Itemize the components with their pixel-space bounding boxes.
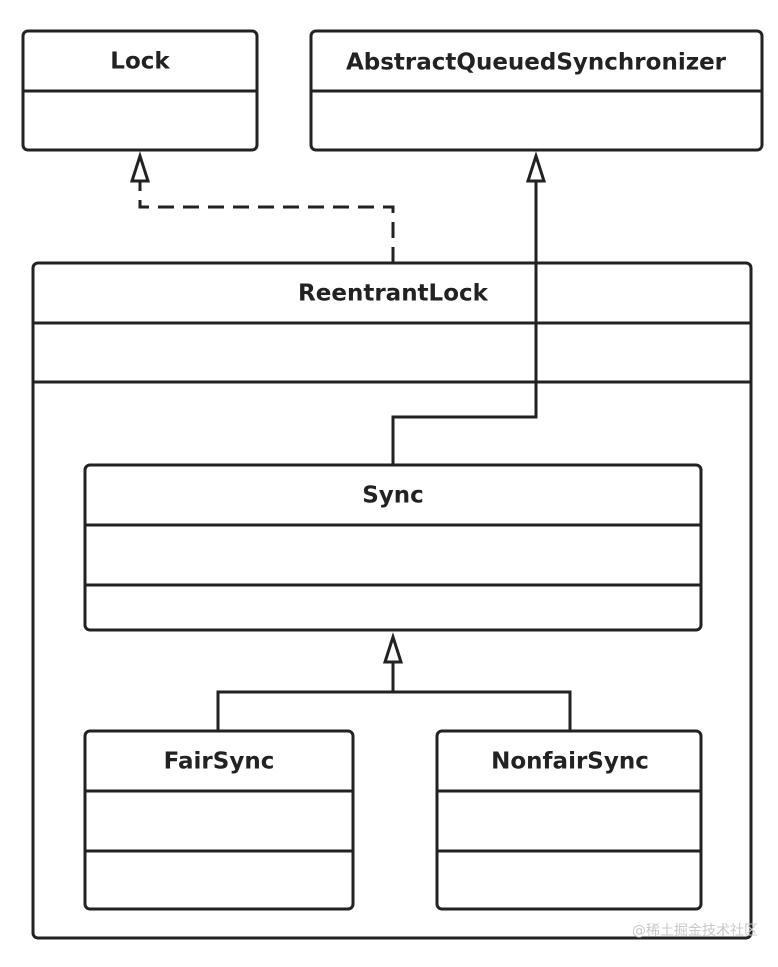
realization-reentrant-lock-to-lock	[129, 151, 395, 263]
class-nonfair-sync-box	[435, 729, 703, 911]
class-lock-name: Lock	[110, 49, 170, 75]
class-aqs-name: AbstractQueuedSynchronizer	[346, 50, 727, 76]
class-lock[interactable]: Lock	[21, 29, 259, 152]
watermark: @稀土掘金技术社区	[632, 923, 758, 939]
class-reentrant-lock-name: ReentrantLock	[298, 281, 489, 307]
class-fair-sync[interactable]: FairSync	[83, 729, 355, 911]
hollow-arrowhead-icon	[525, 151, 547, 183]
inheritance-sync-to-aqs	[391, 151, 547, 465]
class-nonfair-sync[interactable]: NonfairSync	[435, 729, 703, 911]
class-nonfair-sync-name: NonfairSync	[491, 749, 649, 775]
inheritance-subclasses-to-sync	[216, 632, 572, 731]
class-aqs[interactable]: AbstractQueuedSynchronizer	[309, 29, 764, 152]
inheritance-line	[391, 180, 538, 465]
hollow-arrowhead-icon	[129, 151, 151, 183]
class-sync[interactable]: Sync	[83, 463, 703, 632]
hollow-arrowhead-icon	[382, 632, 404, 664]
class-fair-sync-name: FairSync	[164, 749, 275, 775]
class-sync-box	[83, 463, 703, 632]
class-sync-name: Sync	[362, 483, 424, 509]
class-fair-sync-box	[83, 729, 355, 911]
realization-line	[138, 180, 395, 263]
